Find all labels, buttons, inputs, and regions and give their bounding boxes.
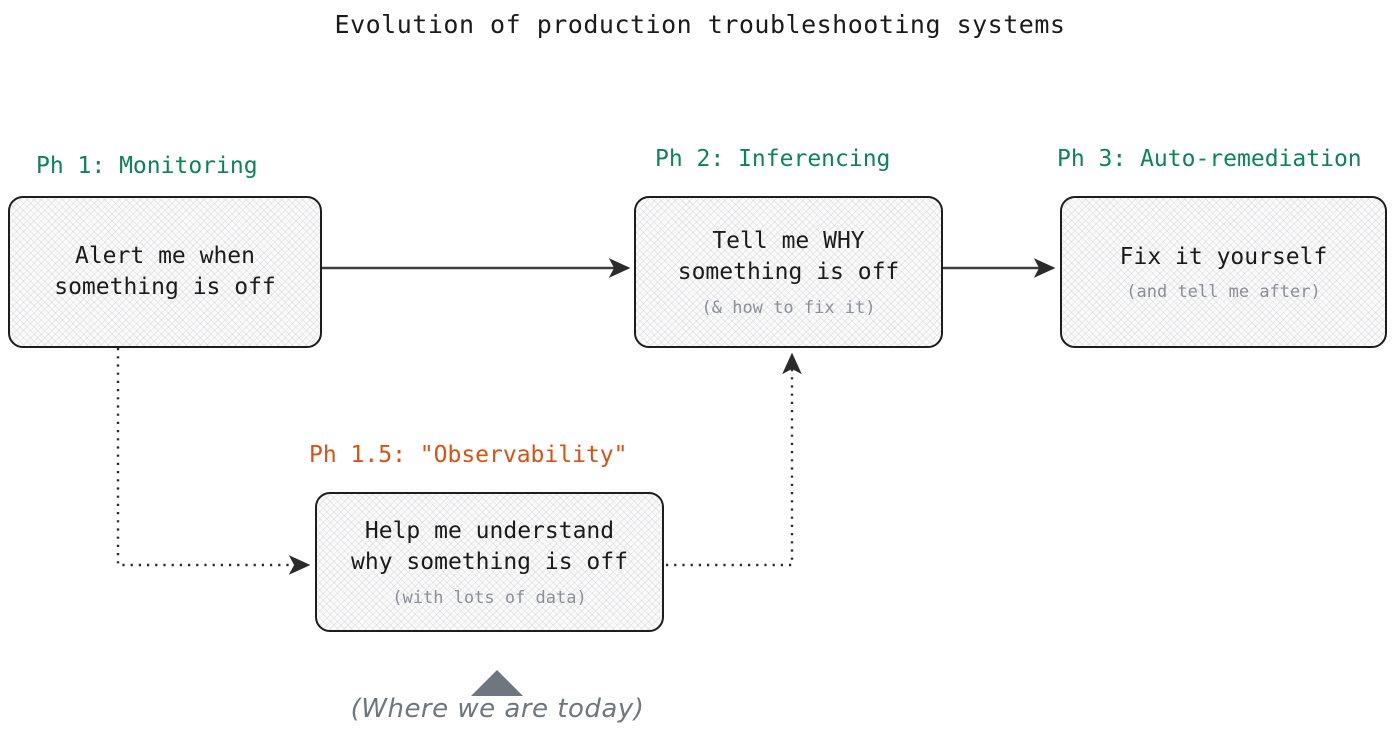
phase-box-1-line-1: Alert me when (74, 243, 255, 270)
phase-label-3: Ph 3: Auto-remediation (1057, 146, 1362, 172)
phase-box-1-5-line-1: Help me understand (364, 518, 615, 545)
connector-phase1-to-phase1_5 (116, 348, 311, 575)
phase-box-1-5-line-2: why something is off (351, 549, 628, 575)
connector-phase1_5-to-phase2 (666, 352, 802, 567)
phase-box-2[interactable]: Tell me WHY something is off (& how to f… (634, 196, 943, 348)
phase-box-2-line-2: something is off (677, 259, 900, 285)
page-title: Evolution of production troubleshooting … (334, 10, 1066, 39)
phase-label-1-5: Ph 1.5: "Observability" (309, 442, 628, 468)
phase-box-3-line-1: Fix it yourself (1119, 243, 1328, 270)
phase-box-1-5-subtext: (with lots of data) (392, 587, 587, 608)
phase-box-1-line-2: something is off (54, 274, 276, 300)
today-annotation: (Where we are today) (350, 694, 645, 724)
phase-box-3[interactable]: Fix it yourself (and tell me after) (1060, 196, 1387, 348)
up-triangle-icon (471, 670, 523, 696)
phase-box-1[interactable]: Alert me when something is off (8, 196, 322, 348)
phase-box-2-subtext: (& how to fix it) (701, 297, 876, 318)
phase-box-1-5[interactable]: Help me understand why something is off … (315, 492, 664, 632)
phase-box-2-line-1: Tell me WHY (712, 228, 865, 255)
phase-label-1: Ph 1: Monitoring (36, 153, 258, 179)
phase-box-3-subtext: (and tell me after) (1126, 282, 1321, 303)
phase-label-2: Ph 2: Inferencing (655, 146, 891, 172)
